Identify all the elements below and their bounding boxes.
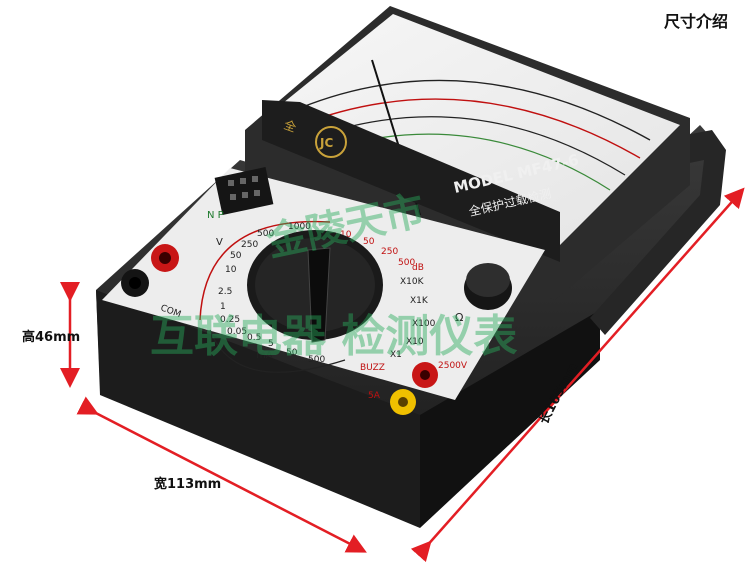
brand-mark: 全 <box>282 117 298 135</box>
dcv-range-1: 500 <box>257 229 274 239</box>
ohm-range-0: X10K <box>400 277 425 287</box>
brand-logo-text: JC <box>319 136 333 150</box>
ma-label: mA <box>256 350 273 361</box>
ma-range-1: 0.05 <box>227 327 247 337</box>
brand-logo <box>315 126 347 158</box>
ma-range-0: 0.25 <box>220 315 240 325</box>
acv-range-0: 10 <box>340 230 352 240</box>
selector-pointer <box>307 247 331 343</box>
v-label: V <box>216 237 223 248</box>
ma-range-5: 500 <box>308 355 325 365</box>
dcv-range-4: 10 <box>225 265 237 275</box>
dcv-range-5: 2.5 <box>218 287 232 297</box>
dcv-range-2: 250 <box>241 240 258 250</box>
ohm-range-4: X1 <box>390 350 402 360</box>
page-title: 尺寸介绍 <box>663 12 728 31</box>
watermark-bottom: 互联电器 检测仪表 <box>150 311 518 362</box>
db-label: dB <box>412 263 424 273</box>
dcv-range-3: 50 <box>230 251 242 261</box>
acv-range-1: 50 <box>363 237 375 247</box>
ma-range-2: 0.5 <box>247 333 261 343</box>
dcv-range-6: 1 <box>220 302 226 312</box>
ma-range-4: 50 <box>286 348 298 358</box>
buzz-label: BUZZ <box>360 363 385 373</box>
width-dimension-label: 宽113mm <box>154 477 222 492</box>
height-dimension-label: 高46mm <box>22 330 81 345</box>
np-label: N P <box>207 210 224 221</box>
ma-range-3: 5 <box>268 339 274 349</box>
acv-range-3: 500 <box>398 258 415 268</box>
dcv-range-0: 1000 <box>288 222 311 232</box>
amp5-label: 5A <box>368 391 381 401</box>
length-dimension-arrow <box>410 187 745 563</box>
width-dimension-arrow <box>76 396 367 553</box>
meter-face <box>262 14 680 245</box>
acv-range-2: 250 <box>381 247 398 257</box>
hfe-socket <box>214 167 274 215</box>
